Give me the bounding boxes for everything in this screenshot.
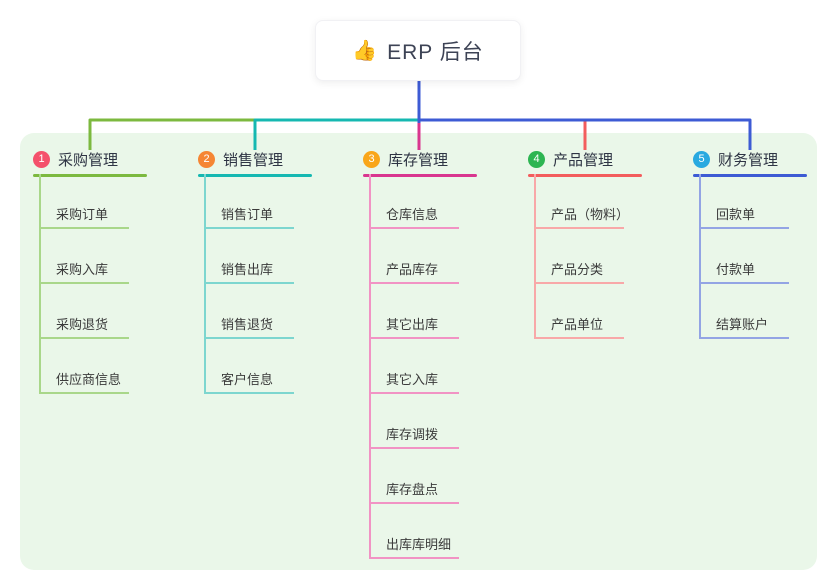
- child-underline: [369, 392, 459, 394]
- child-underline: [204, 337, 294, 339]
- child-connector-line: [699, 174, 701, 339]
- child-connector-line: [39, 174, 41, 394]
- child-node[interactable]: 结算账户: [716, 317, 769, 332]
- branch-badge: 1: [33, 150, 50, 168]
- child-node[interactable]: 其它出库: [386, 317, 439, 332]
- child-underline: [369, 557, 459, 559]
- child-node[interactable]: 供应商信息: [56, 372, 122, 387]
- branch-label: 销售管理: [223, 151, 284, 169]
- branch-underline: [363, 174, 477, 177]
- child-connector-line: [204, 174, 206, 394]
- child-node[interactable]: 付款单: [716, 262, 756, 277]
- child-node[interactable]: 仓库信息: [386, 207, 439, 222]
- branch-badge: 4: [528, 150, 545, 168]
- child-node[interactable]: 库存调拨: [386, 427, 439, 442]
- branch-label: 库存管理: [388, 151, 449, 169]
- child-node[interactable]: 库存盘点: [386, 482, 439, 497]
- branch-node-4[interactable]: 4 产品管理: [528, 149, 613, 169]
- child-underline: [534, 282, 624, 284]
- branch-label: 财务管理: [718, 151, 779, 169]
- child-underline: [369, 447, 459, 449]
- child-underline: [204, 392, 294, 394]
- child-node[interactable]: 其它入库: [386, 372, 439, 387]
- branch-underline: [528, 174, 642, 177]
- branch-badge: 2: [198, 150, 215, 168]
- child-node[interactable]: 产品单位: [551, 317, 604, 332]
- branch-underline: [33, 174, 147, 177]
- child-node[interactable]: 产品库存: [386, 262, 439, 277]
- branch-label: 采购管理: [58, 151, 119, 169]
- child-underline: [39, 337, 129, 339]
- child-node[interactable]: 销售出库: [221, 262, 274, 277]
- branch-node-1[interactable]: 1 采购管理: [33, 149, 118, 169]
- thumbs-up-icon: 👍: [352, 40, 379, 62]
- child-connector-line: [369, 174, 371, 559]
- child-node[interactable]: 采购入库: [56, 262, 109, 277]
- child-node[interactable]: 出库库明细: [386, 537, 452, 552]
- root-node-label: ERP 后台: [387, 40, 484, 64]
- child-connector-line: [534, 174, 536, 339]
- child-node[interactable]: 销售订单: [221, 207, 274, 222]
- child-node[interactable]: 采购订单: [56, 207, 109, 222]
- child-underline: [39, 227, 129, 229]
- child-underline: [534, 337, 624, 339]
- child-underline: [369, 227, 459, 229]
- branch-underline: [198, 174, 312, 177]
- mindmap-panel: [20, 133, 817, 570]
- child-underline: [39, 282, 129, 284]
- child-node[interactable]: 采购退货: [56, 317, 109, 332]
- child-underline: [699, 227, 789, 229]
- child-underline: [699, 337, 789, 339]
- child-underline: [369, 502, 459, 504]
- branch-node-3[interactable]: 3 库存管理: [363, 149, 448, 169]
- child-node[interactable]: 客户信息: [221, 372, 274, 387]
- child-node[interactable]: 销售退货: [221, 317, 274, 332]
- branch-node-2[interactable]: 2 销售管理: [198, 149, 283, 169]
- branch-underline: [693, 174, 807, 177]
- child-underline: [204, 282, 294, 284]
- branch-node-5[interactable]: 5 财务管理: [693, 149, 778, 169]
- child-underline: [369, 337, 459, 339]
- child-node[interactable]: 产品分类: [551, 262, 604, 277]
- child-underline: [534, 227, 624, 229]
- child-underline: [369, 282, 459, 284]
- branch-badge: 5: [693, 150, 710, 168]
- child-underline: [204, 227, 294, 229]
- branch-label: 产品管理: [553, 151, 614, 169]
- branch-badge: 3: [363, 150, 380, 168]
- child-underline: [39, 392, 129, 394]
- child-node[interactable]: 回款单: [716, 207, 756, 222]
- child-node[interactable]: 产品（物料）: [551, 207, 630, 222]
- child-underline: [699, 282, 789, 284]
- root-node[interactable]: 👍 ERP 后台: [315, 20, 521, 81]
